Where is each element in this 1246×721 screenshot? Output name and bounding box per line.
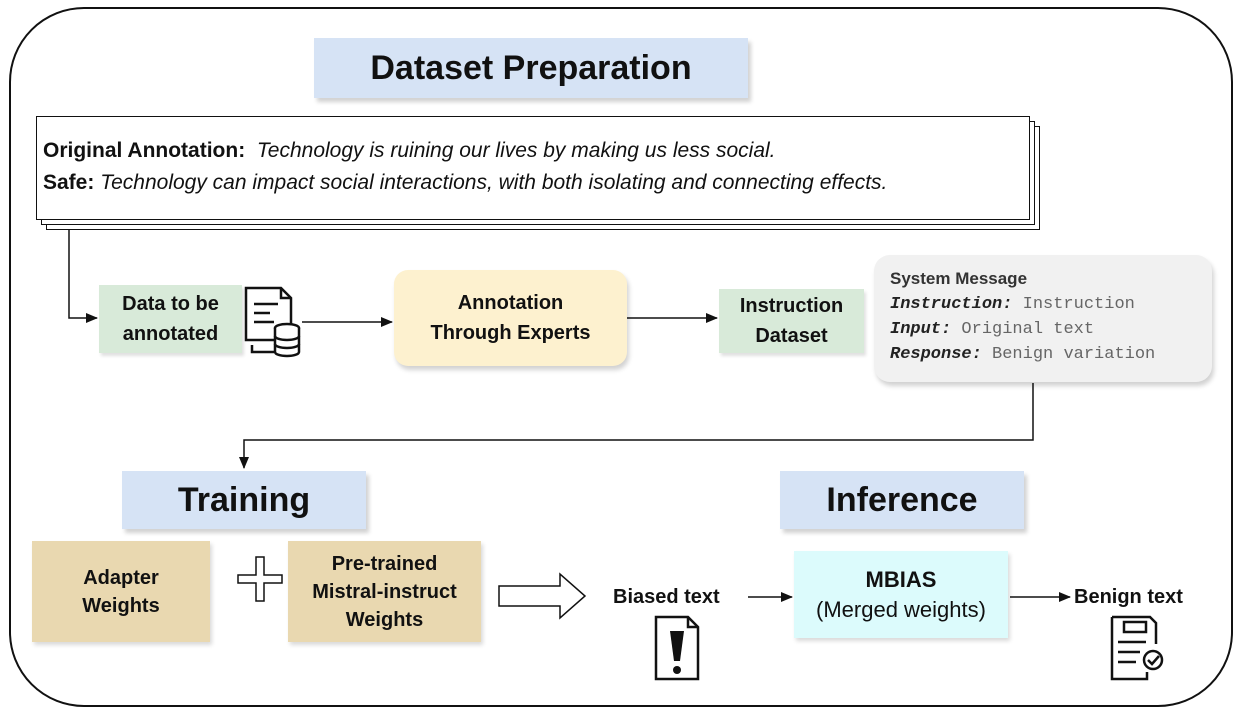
pretrained-line-1: Pre-trained bbox=[331, 552, 438, 575]
expert-annotation-box: Annotation Through Experts bbox=[394, 270, 627, 366]
annotation-to-data-arrow bbox=[68, 230, 98, 323]
system-message-box: System Message Instruction: Instruction … bbox=[874, 255, 1212, 382]
inference-title: Inference bbox=[780, 471, 1024, 529]
document-check-icon bbox=[1110, 615, 1164, 681]
data-to-annotate-line-2: annotated bbox=[122, 323, 219, 345]
system-to-training-arrow bbox=[239, 383, 1034, 469]
instruction-value: Instruction bbox=[1022, 295, 1135, 314]
system-message-instruction: Instruction: Instruction bbox=[890, 295, 1135, 314]
safe-annotation-line: Safe: Technology can impact social inter… bbox=[43, 171, 887, 195]
biased-text-label: Biased text bbox=[613, 586, 720, 608]
document-database-icon bbox=[244, 286, 301, 358]
response-key: Response: bbox=[890, 345, 982, 364]
instruction-dataset-line-2: Dataset bbox=[755, 325, 828, 347]
instruction-dataset-box: Instruction Dataset bbox=[719, 289, 864, 353]
adapter-weights-box: Adapter Weights bbox=[32, 541, 210, 642]
mbias-name: MBIAS bbox=[865, 566, 937, 592]
data-to-annotate-box: Data to be annotated bbox=[99, 285, 242, 353]
document-warning-icon bbox=[654, 615, 700, 681]
system-message-input: Input: Original text bbox=[890, 320, 1094, 339]
plus-icon bbox=[237, 556, 283, 602]
hollow-arrow-icon bbox=[498, 572, 587, 620]
mbias-model-box: MBIAS (Merged weights) bbox=[794, 551, 1008, 638]
safe-text: Technology can impact social interaction… bbox=[100, 171, 888, 194]
mbias-subtitle: (Merged weights) bbox=[816, 596, 986, 622]
safe-label: Safe: bbox=[43, 171, 95, 194]
adapter-line-1: Adapter bbox=[83, 566, 159, 589]
pretrained-weights-box: Pre-trained Mistral-instruct Weights bbox=[288, 541, 481, 642]
input-value: Original text bbox=[961, 320, 1095, 339]
original-annotation-text: Technology is ruining our lives by makin… bbox=[256, 139, 776, 162]
pretrained-line-3: Weights bbox=[345, 608, 424, 631]
response-value: Benign variation bbox=[992, 345, 1156, 364]
benign-text-label: Benign text bbox=[1074, 586, 1183, 608]
training-title: Training bbox=[122, 471, 366, 529]
instruction-dataset-line-1: Instruction bbox=[739, 295, 844, 317]
original-annotation-line: Original Annotation: Technology is ruini… bbox=[43, 139, 776, 163]
system-message-title: System Message bbox=[890, 269, 1028, 288]
annotation-card: Original Annotation: Technology is ruini… bbox=[36, 116, 1030, 220]
instruction-key: Instruction: bbox=[890, 295, 1013, 314]
diagram-frame bbox=[9, 7, 1233, 707]
data-to-annotate-line-1: Data to be bbox=[122, 293, 219, 315]
expert-annotation-line-2: Through Experts bbox=[430, 322, 591, 344]
expert-annotation-line-1: Annotation bbox=[457, 292, 564, 314]
dataset-preparation-title: Dataset Preparation bbox=[314, 38, 748, 98]
adapter-line-2: Weights bbox=[82, 594, 160, 617]
system-message-response: Response: Benign variation bbox=[890, 345, 1155, 364]
original-annotation-label: Original Annotation: bbox=[43, 139, 246, 162]
pretrained-line-2: Mistral-instruct bbox=[312, 580, 457, 603]
input-key: Input: bbox=[890, 320, 952, 339]
